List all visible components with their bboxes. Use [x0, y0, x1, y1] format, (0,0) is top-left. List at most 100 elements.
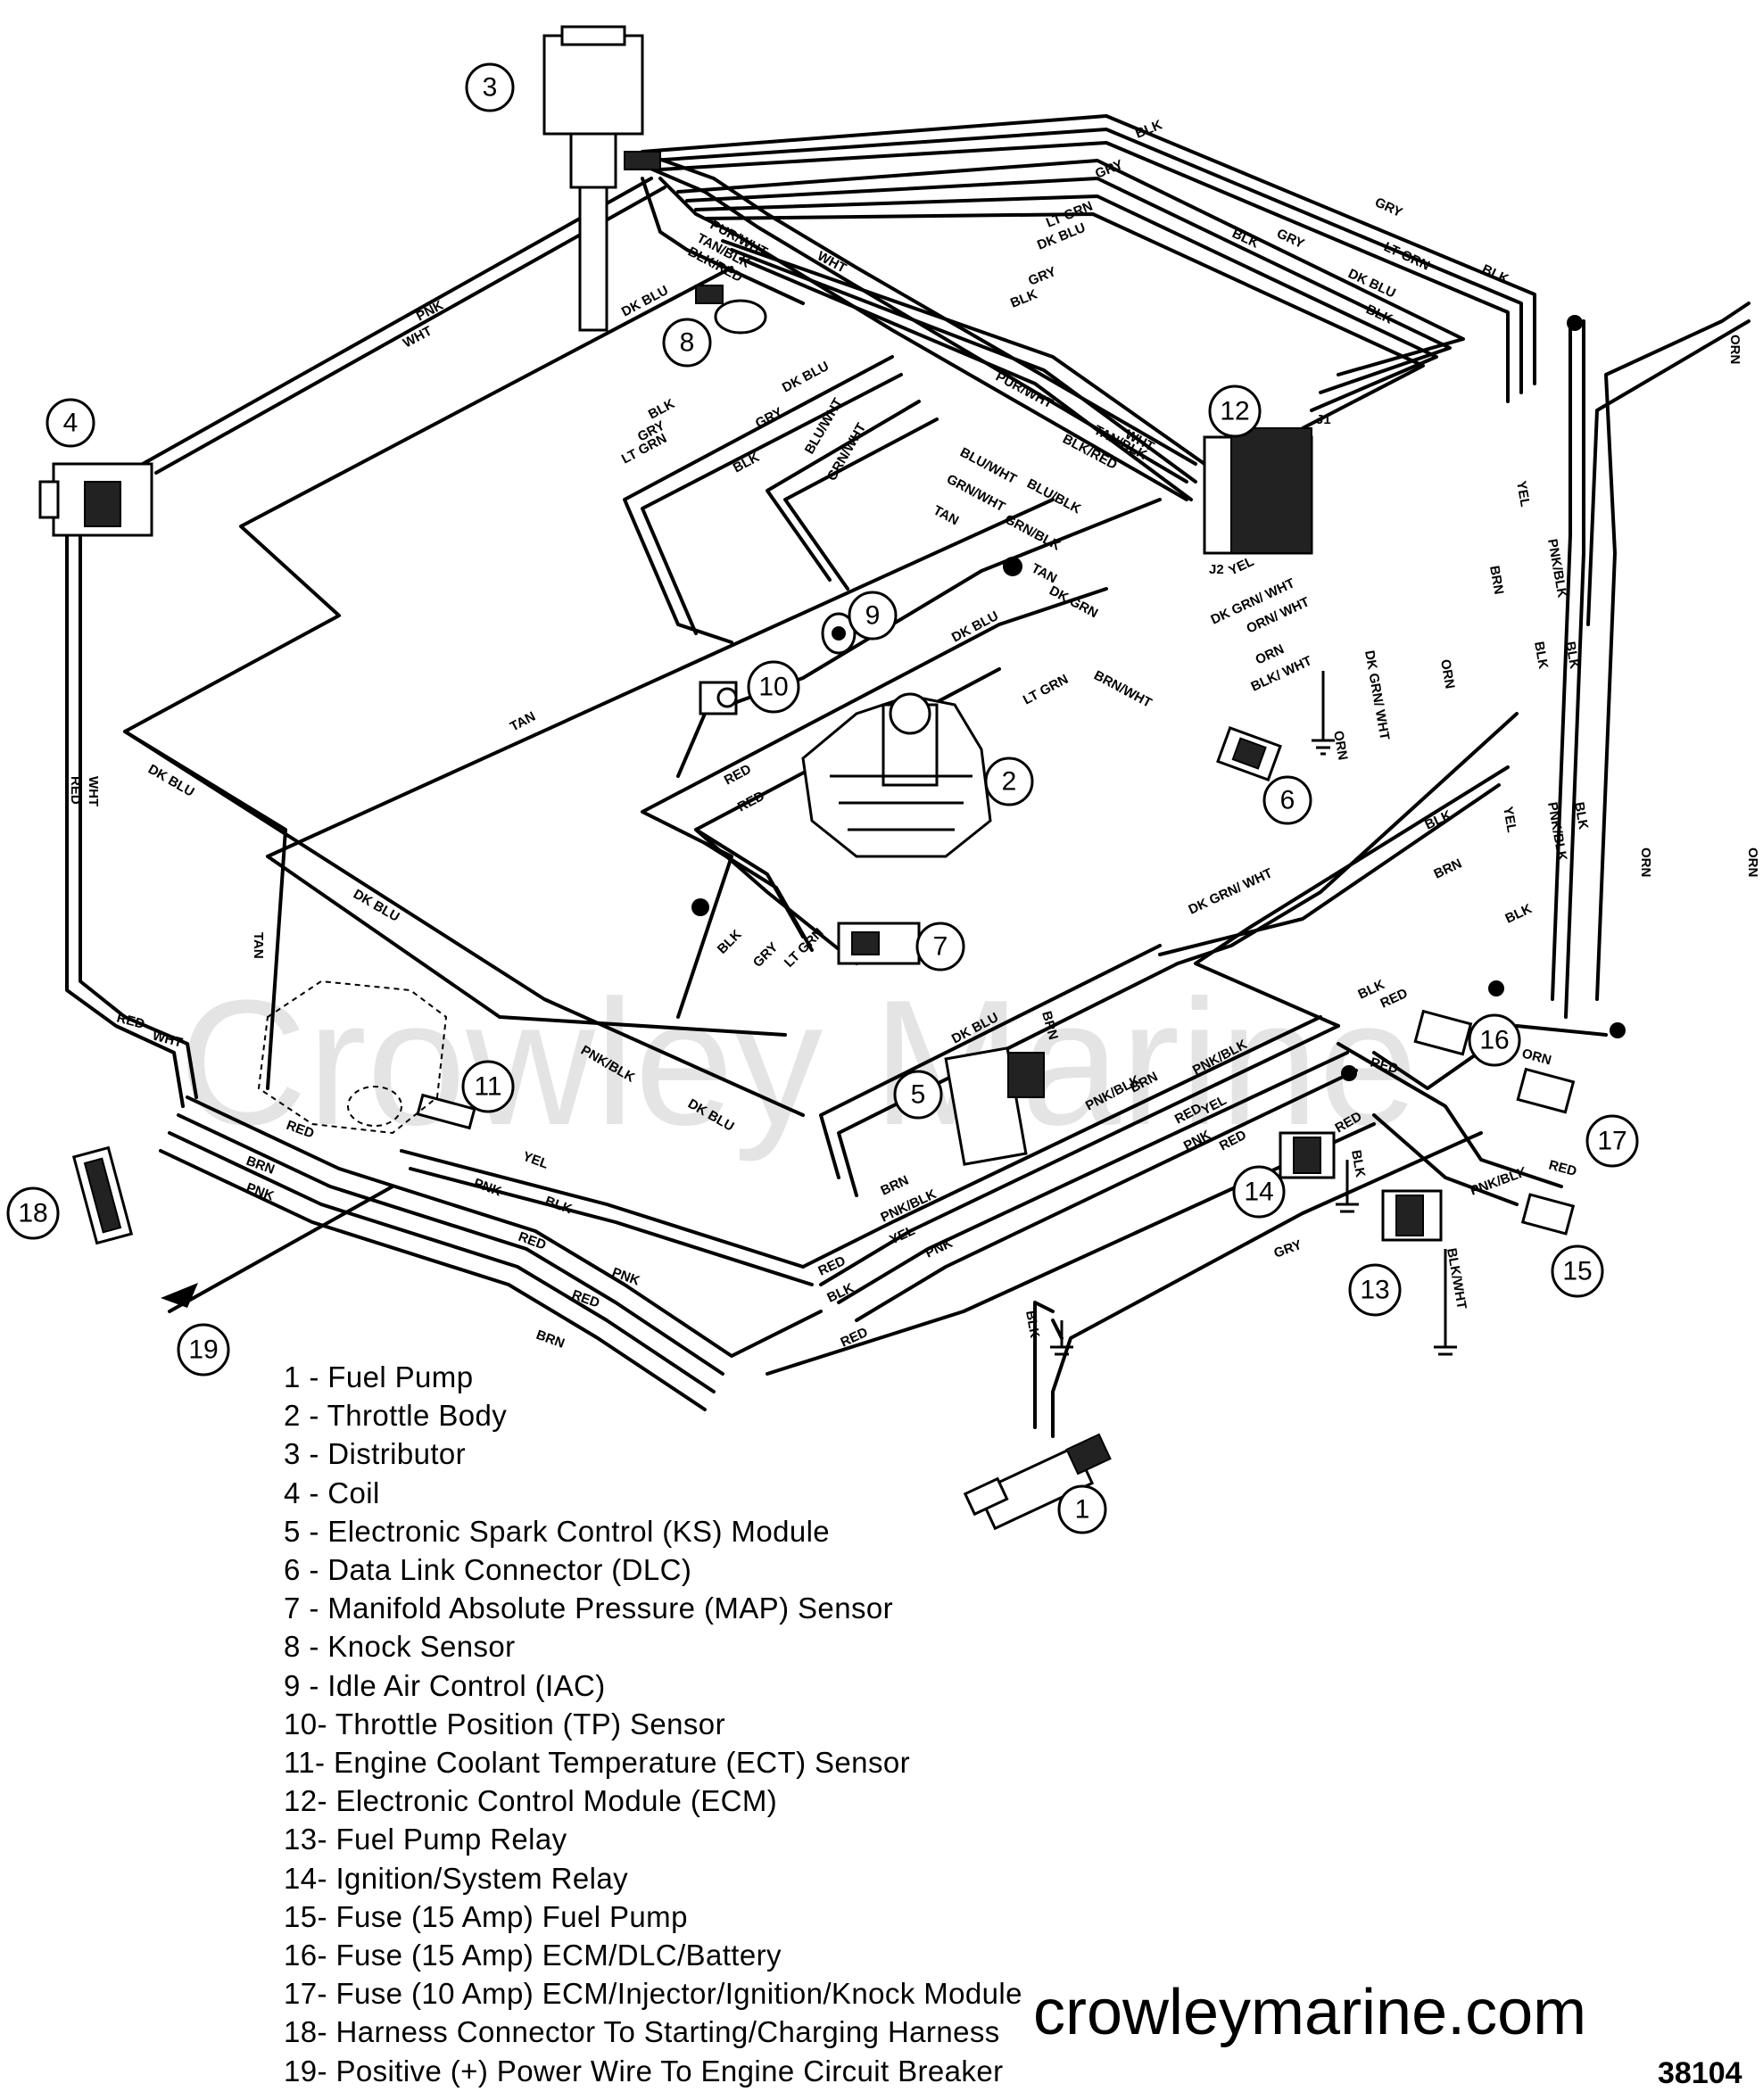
wire-label: DK GRN/ WHT	[1362, 649, 1392, 741]
wire-label: GRY	[753, 405, 785, 432]
power-wire-arrow	[161, 1283, 198, 1308]
harness-connector-part	[71, 1145, 134, 1245]
wire-label: BRN	[879, 1172, 912, 1198]
wire-label: TAN	[251, 932, 266, 959]
callout-11: 11	[461, 1060, 515, 1113]
callout-number: 18	[18, 1199, 47, 1228]
distributor-part	[542, 25, 661, 332]
left-loop-wires	[123, 266, 1108, 1117]
connector-label-j1: J1	[1316, 412, 1331, 427]
tp-sensor-part	[699, 681, 738, 715]
wire-label: RED	[1547, 1157, 1578, 1179]
wire-label: ORN	[1437, 658, 1458, 690]
wire-label: BRN/WHT	[1091, 668, 1155, 711]
legend-item: 12- Electronic Control Module (ECM)	[284, 1784, 778, 1818]
wire-label: BLK	[1562, 641, 1582, 670]
ecm-part: J1 J2	[1203, 412, 1331, 577]
coil-part	[38, 462, 153, 537]
wire-label: YEL	[1500, 806, 1519, 834]
callout-number: 7	[933, 932, 948, 962]
parts-legend: 1 - Fuel Pump 2 - Throttle Body 3 - Dist…	[284, 1358, 1022, 2090]
lower-left-harness-wires	[159, 1095, 823, 1411]
callout-2: 2	[984, 756, 1034, 806]
callout-17: 17	[1585, 1114, 1639, 1168]
wire-label: RED	[517, 1229, 549, 1253]
distributor-wires	[641, 154, 1197, 501]
wire-label: ORN	[1638, 847, 1653, 877]
callout-number: 10	[758, 673, 788, 702]
wire-label: ORN	[1727, 335, 1742, 364]
callout-number: 1	[1075, 1495, 1090, 1525]
callout-7: 7	[915, 922, 965, 971]
legend-item: 16- Fuse (15 Amp) ECM/DLC/Battery	[284, 1939, 782, 1972]
fuel-pump-relay-part	[1381, 1189, 1443, 1242]
wire-label: BRN	[1432, 856, 1465, 881]
wire-label: ORN	[1330, 730, 1351, 762]
callout-4: 4	[46, 398, 95, 448]
callout-number: 14	[1244, 1178, 1273, 1207]
wire-label: YEL	[888, 1223, 918, 1248]
map-sensor-part	[837, 922, 921, 965]
lower-harness-wires	[766, 712, 1608, 1376]
legend-item: 1 - Fuel Pump	[284, 1360, 474, 1393]
ect-sensor-part	[416, 1093, 476, 1130]
fuse-15-part	[1520, 1193, 1576, 1236]
callout-number: 2	[1002, 767, 1017, 797]
callout-9: 9	[848, 591, 898, 641]
ks-module-part	[944, 1046, 1045, 1166]
callout-12: 12	[1208, 384, 1262, 438]
callout-8: 8	[662, 318, 712, 368]
fuel-pump-wires	[1033, 1131, 1483, 1438]
throttle-body-part	[801, 692, 992, 858]
legend-item: 9 - Idle Air Control (IAC)	[284, 1668, 606, 1702]
callout-number: 19	[188, 1335, 218, 1365]
wire-label: BLK	[1571, 801, 1591, 831]
wire-label: PNK	[923, 1236, 956, 1261]
callout-number: 12	[1220, 397, 1249, 426]
legend-item: 15- Fuse (15 Amp) Fuel Pump	[284, 1899, 688, 1933]
callout-number: 11	[474, 1072, 501, 1102]
wire-label: BLK	[1008, 286, 1039, 310]
dlc-part	[1216, 726, 1282, 781]
callout-number: 13	[1360, 1276, 1389, 1305]
legend-item: 10- Throttle Position (TP) Sensor	[284, 1707, 725, 1740]
wire-label: PNK	[472, 1176, 504, 1200]
legend-item: 11- Engine Coolant Temperature (ECT) Sen…	[284, 1746, 910, 1780]
ignition-relay-part	[1279, 1131, 1336, 1179]
legend-item: 6 - Data Link Connector (DLC)	[284, 1553, 692, 1587]
wire-label: RED	[735, 789, 767, 815]
callout-1: 1	[1057, 1484, 1107, 1534]
callout-number: 6	[1280, 786, 1295, 815]
wire-label: ORN	[1745, 847, 1760, 877]
legend-item: 13- Fuel Pump Relay	[284, 1823, 567, 1856]
figure-number: 38104	[1658, 2056, 1742, 2090]
iac-part	[821, 612, 857, 655]
callout-number: 8	[680, 328, 695, 358]
wire-label: BLK	[1229, 226, 1261, 252]
legend-item: 5 - Electronic Spark Control (KS) Module	[284, 1514, 831, 1548]
wire-label: PNK	[244, 1180, 277, 1204]
wire-label: BLK	[1423, 807, 1454, 833]
legend-item: 18- Harness Connector To Starting/Chargi…	[284, 2015, 1000, 2049]
wire-label: BLK	[715, 927, 745, 957]
callout-number: 5	[911, 1080, 926, 1110]
wire-label: BRN	[1486, 565, 1506, 596]
ground-symbols	[1050, 671, 1457, 1356]
wire-label: BLK	[646, 396, 677, 423]
wire-label: PNK/BLK	[1544, 538, 1569, 599]
wire-label: BLK	[1022, 1310, 1042, 1339]
callout-16: 16	[1468, 1013, 1521, 1067]
junction-dots	[691, 315, 1626, 1081]
wire-label: BLK	[1348, 1149, 1368, 1178]
wire-label: DK GRN	[1047, 583, 1100, 622]
callout-number: 15	[1562, 1257, 1592, 1286]
callout-number: 4	[63, 409, 79, 438]
legend-item: 3 - Distributor	[284, 1437, 467, 1471]
legend-item: 7 - Manifold Absolute Pressure (MAP) Sen…	[284, 1592, 893, 1625]
wire-label: ORN	[1520, 1046, 1553, 1068]
legend-item: 4 - Coil	[284, 1476, 380, 1509]
wire-label: BLU/BLK	[1024, 476, 1083, 517]
fuel-pump-part	[963, 1433, 1112, 1531]
legend-item: 19- Positive (+) Power Wire To Engine Ci…	[284, 2054, 1004, 2088]
wire-label: LT GRN	[1021, 672, 1071, 708]
